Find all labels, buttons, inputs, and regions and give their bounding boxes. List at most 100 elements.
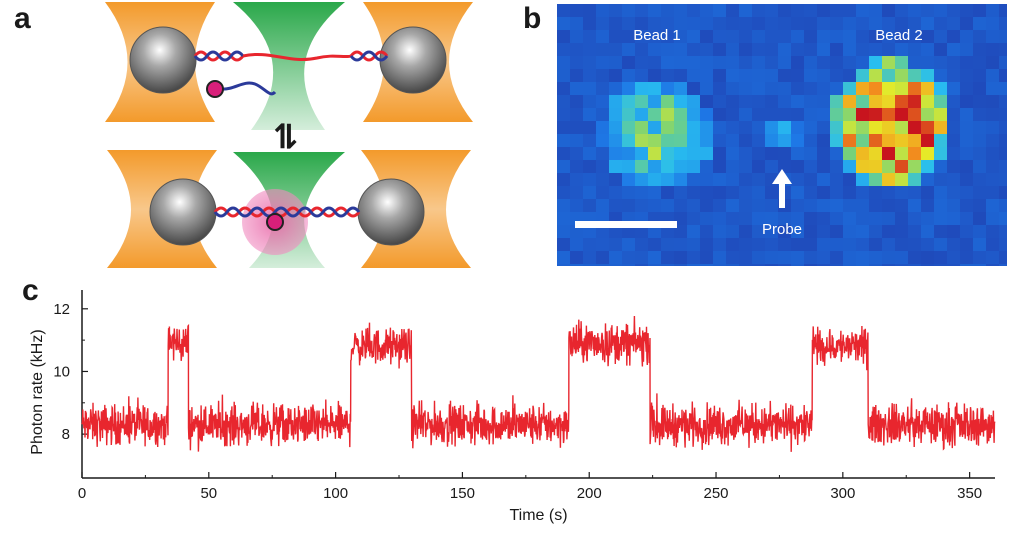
- heatmap-pixel: [739, 95, 752, 108]
- heatmap-pixel: [934, 134, 947, 147]
- heatmap-pixel: [596, 56, 609, 69]
- heatmap-pixel: [778, 160, 791, 173]
- heatmap-pixel: [713, 160, 726, 173]
- heatmap-pixel: [882, 134, 895, 147]
- heatmap-pixel: [583, 147, 596, 160]
- heatmap-pixel: [570, 17, 583, 30]
- heatmap-pixel: [986, 251, 999, 264]
- heatmap-pixel: [752, 251, 765, 264]
- heatmap-pixel: [830, 238, 843, 251]
- heatmap-pixel: [778, 56, 791, 69]
- heatmap-pixel: [934, 199, 947, 212]
- heatmap-pixel: [648, 121, 661, 134]
- heatmap-pixel: [804, 264, 817, 277]
- heatmap-pixel: [973, 69, 986, 82]
- heatmap-pixel: [622, 82, 635, 95]
- heatmap-pixel: [960, 121, 973, 134]
- heatmap-pixel: [596, 121, 609, 134]
- heatmap-pixel: [804, 30, 817, 43]
- heatmap-pixel: [752, 95, 765, 108]
- probe-dye: [206, 80, 224, 98]
- heatmap-pixel: [674, 186, 687, 199]
- heatmap-pixel: [986, 4, 999, 17]
- heatmap-pixel: [700, 264, 713, 277]
- heatmap-pixel: [960, 251, 973, 264]
- heatmap-pixel: [986, 134, 999, 147]
- heatmap-pixel: [908, 264, 921, 277]
- heatmap-pixel: [609, 56, 622, 69]
- heatmap-pixel: [934, 225, 947, 238]
- heatmap-pixel: [843, 186, 856, 199]
- heatmap-pixel: [895, 108, 908, 121]
- heatmap-pixel: [973, 134, 986, 147]
- heatmap-pixel: [817, 121, 830, 134]
- heatmap-pixel: [726, 17, 739, 30]
- heatmap-pixel: [817, 238, 830, 251]
- heatmap-pixel: [778, 134, 791, 147]
- heatmap-pixel: [765, 4, 778, 17]
- heatmap-pixel: [765, 43, 778, 56]
- bead1-label: Bead 1: [633, 27, 681, 44]
- heatmap-pixel: [895, 160, 908, 173]
- heatmap-pixel: [804, 160, 817, 173]
- heatmap-pixel: [687, 225, 700, 238]
- heatmap-pixel: [921, 173, 934, 186]
- heatmap-pixel: [947, 147, 960, 160]
- heatmap-pixel: [960, 30, 973, 43]
- heatmap-pixel: [687, 43, 700, 56]
- heatmap-pixel: [830, 30, 843, 43]
- heatmap-pixel: [908, 134, 921, 147]
- heatmap-pixel: [765, 56, 778, 69]
- heatmap-pixel: [557, 225, 570, 238]
- heatmap-pixel: [700, 212, 713, 225]
- heatmap-pixel: [648, 251, 661, 264]
- heatmap-pixel: [869, 30, 882, 43]
- heatmap-pixel: [804, 121, 817, 134]
- heatmap-pixel: [830, 56, 843, 69]
- heatmap-pixel: [947, 186, 960, 199]
- heatmap-pixel: [583, 186, 596, 199]
- heatmap-pixel: [661, 186, 674, 199]
- heatmap-pixel: [869, 95, 882, 108]
- heatmap-pixel: [921, 199, 934, 212]
- heatmap-pixel: [674, 43, 687, 56]
- heatmap-pixel: [635, 147, 648, 160]
- heatmap-pixel: [778, 82, 791, 95]
- heatmap-pixel: [934, 264, 947, 277]
- heatmap-pixel: [726, 43, 739, 56]
- heatmap-pixel: [921, 251, 934, 264]
- heatmap-pixel: [713, 212, 726, 225]
- heatmap-pixel: [609, 199, 622, 212]
- heatmap-pixel: [687, 82, 700, 95]
- heatmap-pixel: [570, 56, 583, 69]
- heatmap-pixel: [739, 121, 752, 134]
- heatmap-pixel: [882, 17, 895, 30]
- heatmap-pixel: [557, 238, 570, 251]
- heatmap-pixel: [713, 225, 726, 238]
- heatmap-pixel: [947, 225, 960, 238]
- heatmap-pixel: [791, 17, 804, 30]
- heatmap-pixel: [869, 199, 882, 212]
- heatmap-pixel: [999, 17, 1012, 30]
- heatmap-pixel: [570, 173, 583, 186]
- heatmap-pixel: [778, 147, 791, 160]
- heatmap-pixel: [947, 264, 960, 277]
- heatmap-pixel: [908, 147, 921, 160]
- heatmap-pixel: [843, 82, 856, 95]
- heatmap-pixel: [726, 4, 739, 17]
- heatmap-pixel: [713, 147, 726, 160]
- heatmap-pixel: [973, 108, 986, 121]
- heatmap-pixel: [635, 173, 648, 186]
- heatmap-pixel: [622, 199, 635, 212]
- heatmap-pixel: [778, 17, 791, 30]
- heatmap-pixel: [895, 199, 908, 212]
- heatmap-pixel: [596, 82, 609, 95]
- heatmap-pixel: [570, 199, 583, 212]
- heatmap-pixel: [765, 30, 778, 43]
- heatmap-pixel: [635, 186, 648, 199]
- heatmap-pixel: [622, 17, 635, 30]
- heatmap-pixel: [713, 108, 726, 121]
- heatmap-pixel: [674, 264, 687, 277]
- heatmap-pixel: [947, 173, 960, 186]
- heatmap-pixel: [570, 95, 583, 108]
